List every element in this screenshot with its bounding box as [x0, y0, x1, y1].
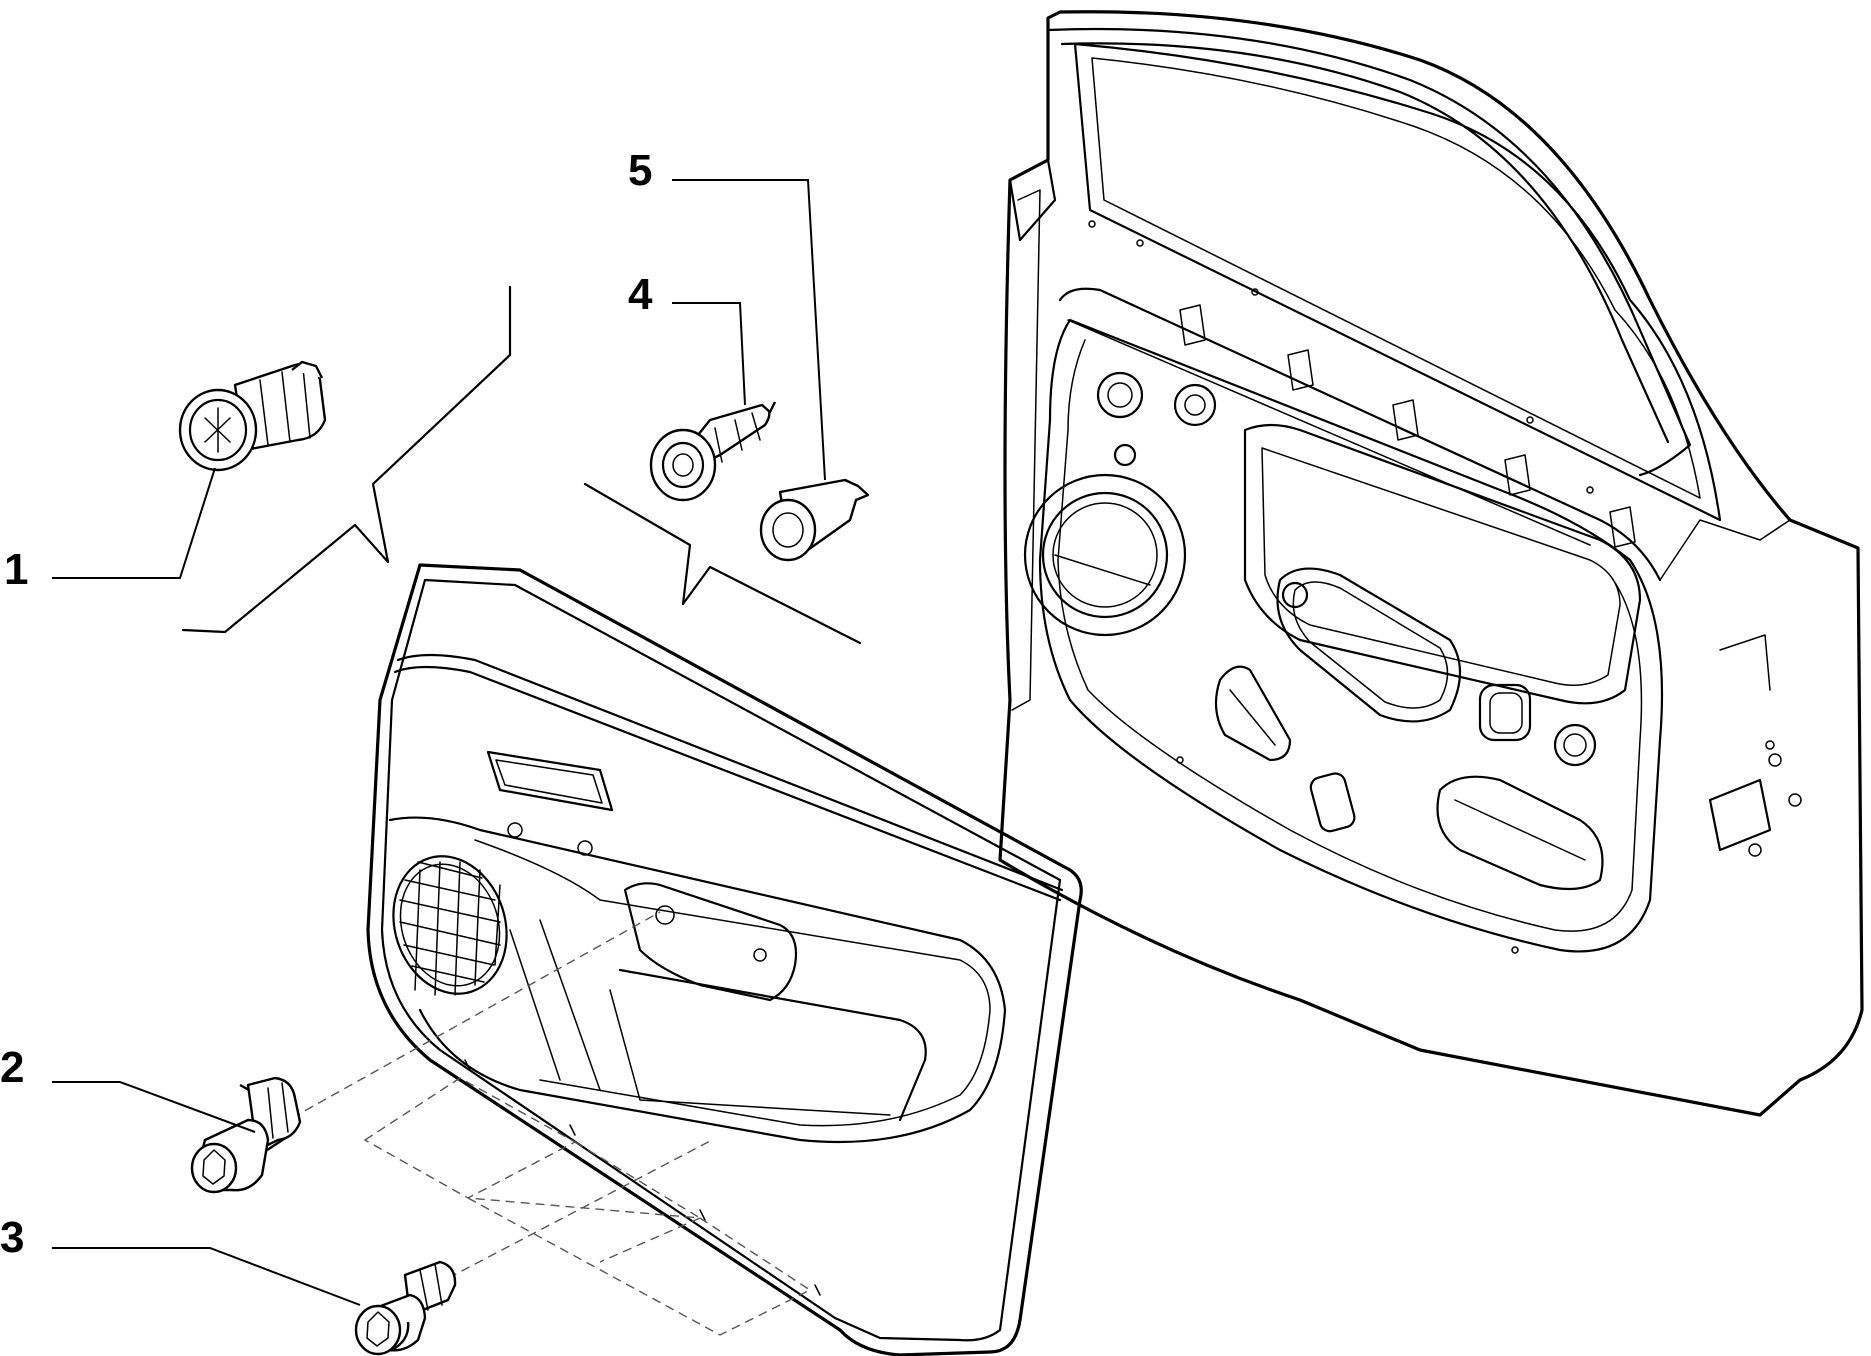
callout-3-label: 3: [0, 1213, 24, 1262]
break-lines: [181, 285, 862, 645]
callout-2: 2: [0, 1043, 256, 1133]
door-shell: [998, 10, 1864, 1117]
callout-4-label: 4: [628, 270, 653, 319]
door-trim-panel: [366, 563, 1083, 1356]
part-4-rivet: [649, 401, 777, 502]
callout-4: 4: [628, 270, 746, 406]
callout-3: 3: [0, 1213, 361, 1306]
part-1-trim-clip: [178, 360, 327, 472]
part-5-plug: [759, 478, 870, 562]
callout-5: 5: [628, 146, 826, 481]
speaker-grille-mesh: [399, 861, 501, 996]
part-2-bolt: [190, 1076, 302, 1194]
part-3-bolt: [354, 1260, 457, 1356]
callout-2-label: 2: [0, 1043, 24, 1092]
callout-5-label: 5: [628, 146, 652, 195]
callout-1: 1: [4, 467, 216, 594]
callout-1-label: 1: [4, 545, 28, 594]
assembly-guide-lines: [291, 911, 812, 1336]
